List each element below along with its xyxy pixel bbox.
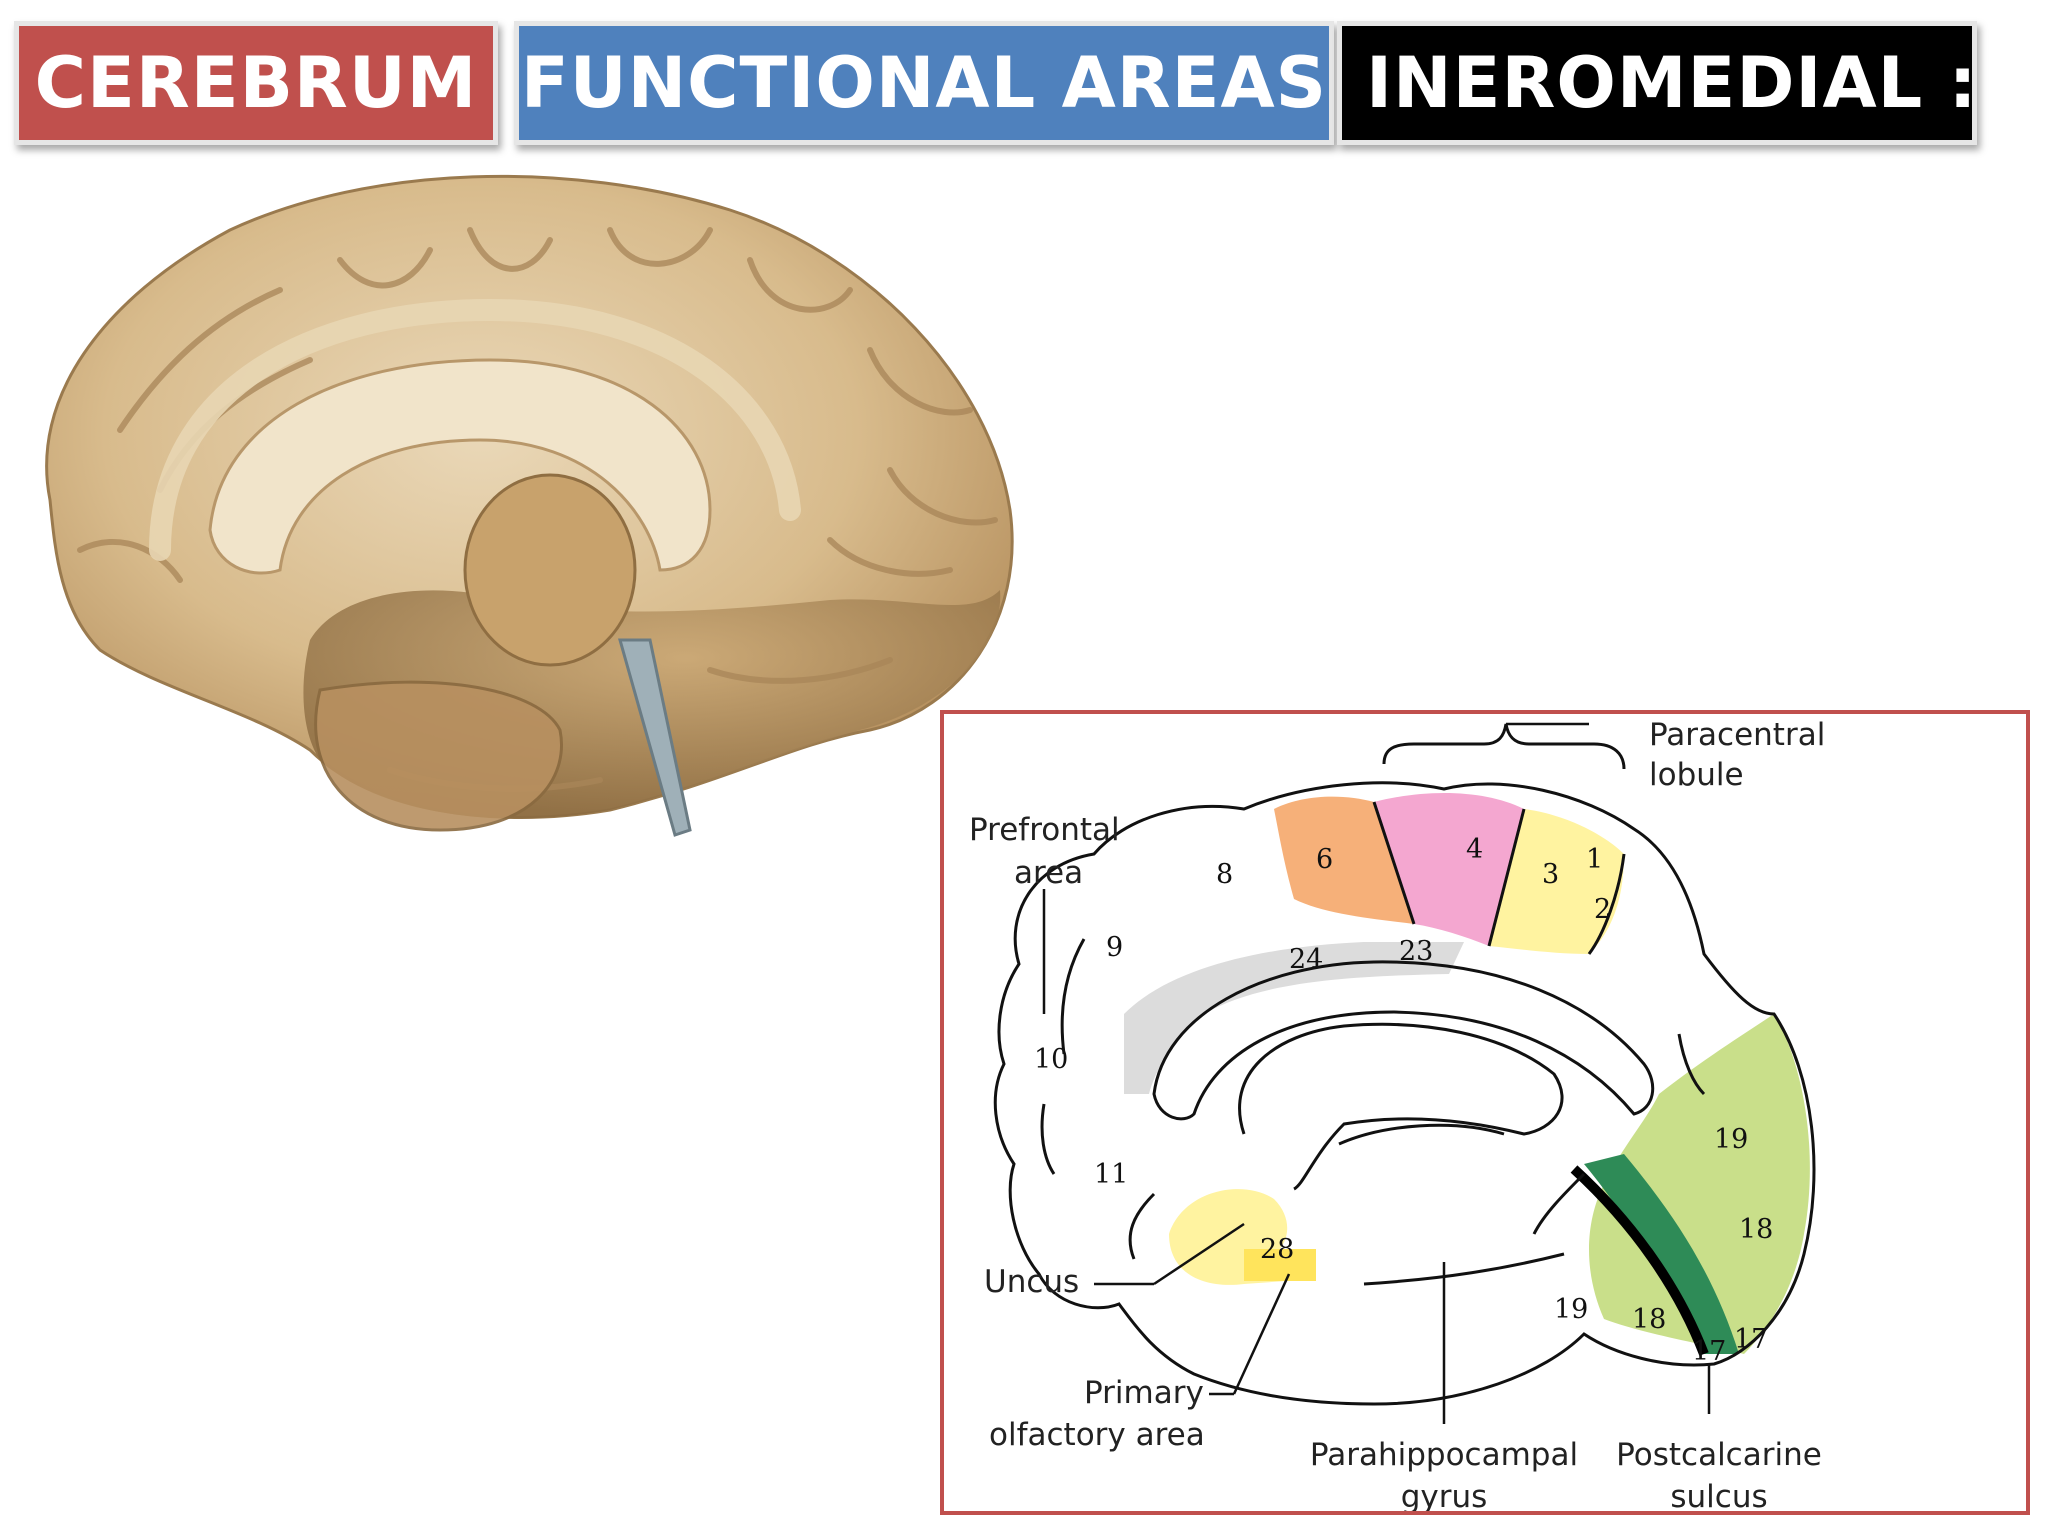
header-tag-functional-areas-label: FUNCTIONAL AREAS	[520, 42, 1328, 124]
label-primary-line2: olfactory area	[989, 1417, 1205, 1453]
area-number-8: 8	[1216, 859, 1234, 890]
area-number-1: 1	[1586, 844, 1604, 875]
brodmann-diagram-frame: Paracentral lobule Prefrontal area Uncus…	[940, 710, 2030, 1515]
brain-medial-illustration	[45, 174, 1014, 837]
area-312-region	[1489, 809, 1624, 954]
area-28-band	[1244, 1249, 1316, 1281]
label-parahippocampal-line2: gyrus	[1400, 1479, 1488, 1515]
calcarine-sulcus-line	[1570, 1165, 1709, 1356]
header-tag-functional-areas: FUNCTIONAL AREAS	[514, 21, 1334, 145]
header-tag-ineromedial-label: INEROMEDIAL :	[1366, 42, 1978, 124]
hemisphere-outline	[993, 781, 1816, 1406]
brodmann-diagram-svg	[993, 722, 1816, 1424]
area-number-19-upper: 19	[1714, 1124, 1749, 1155]
area-number-18-upper: 18	[1739, 1214, 1774, 1245]
area-number-3: 3	[1542, 859, 1560, 890]
label-postcalcarine-line2: sulcus	[1670, 1479, 1768, 1515]
area-number-24: 24	[1289, 944, 1324, 975]
label-parahippocampal-line1: Parahippocampal	[1309, 1437, 1579, 1473]
area-19-18-region	[1589, 1014, 1810, 1354]
thalamus-shape	[463, 473, 637, 667]
area-4-region	[1374, 792, 1524, 946]
area-6-region	[1274, 796, 1414, 924]
label-prefrontal-line2: area	[1014, 855, 1084, 891]
uncus-leader-diag	[1153, 1222, 1245, 1286]
primary-olfactory-leader	[1232, 1273, 1291, 1395]
label-paracentral-line1: Paracentral	[1649, 717, 1826, 753]
area-number-18-lower: 18	[1632, 1304, 1667, 1335]
label-primary-line1: Primary	[1084, 1375, 1204, 1411]
area-number-17-right: 17	[1734, 1324, 1769, 1355]
header-tag-ineromedial: INEROMEDIAL :	[1337, 21, 1977, 145]
label-prefrontal-line1: Prefrontal	[969, 812, 1120, 848]
area-number-19-lower: 19	[1554, 1294, 1589, 1325]
brainstem-stub	[618, 638, 692, 837]
area-number-6: 6	[1316, 844, 1334, 875]
header-tag-cerebrum-label: CEREBRUM	[34, 42, 478, 124]
area-24-23-region	[1124, 942, 1464, 1094]
area-number-4: 4	[1466, 834, 1484, 865]
label-paracentral-line2: lobule	[1649, 757, 1744, 793]
header-tag-cerebrum: CEREBRUM	[14, 21, 498, 145]
corpus-callosum-shape	[208, 358, 712, 575]
paracentral-brace	[1382, 723, 1626, 770]
area-number-28: 28	[1260, 1234, 1295, 1265]
area-number-9: 9	[1106, 932, 1124, 963]
label-postcalcarine-line1: Postcalcarine	[1616, 1437, 1822, 1473]
area-number-10: 10	[1034, 1044, 1069, 1075]
sulci-lines	[1040, 801, 1706, 1286]
area-number-23: 23	[1399, 936, 1434, 967]
label-uncus: Uncus	[984, 1264, 1080, 1300]
area-number-11: 11	[1094, 1159, 1129, 1190]
area-number-17-left: 17	[1692, 1336, 1727, 1367]
area-number-2: 2	[1594, 894, 1612, 925]
area-17-region	[1584, 1154, 1739, 1354]
